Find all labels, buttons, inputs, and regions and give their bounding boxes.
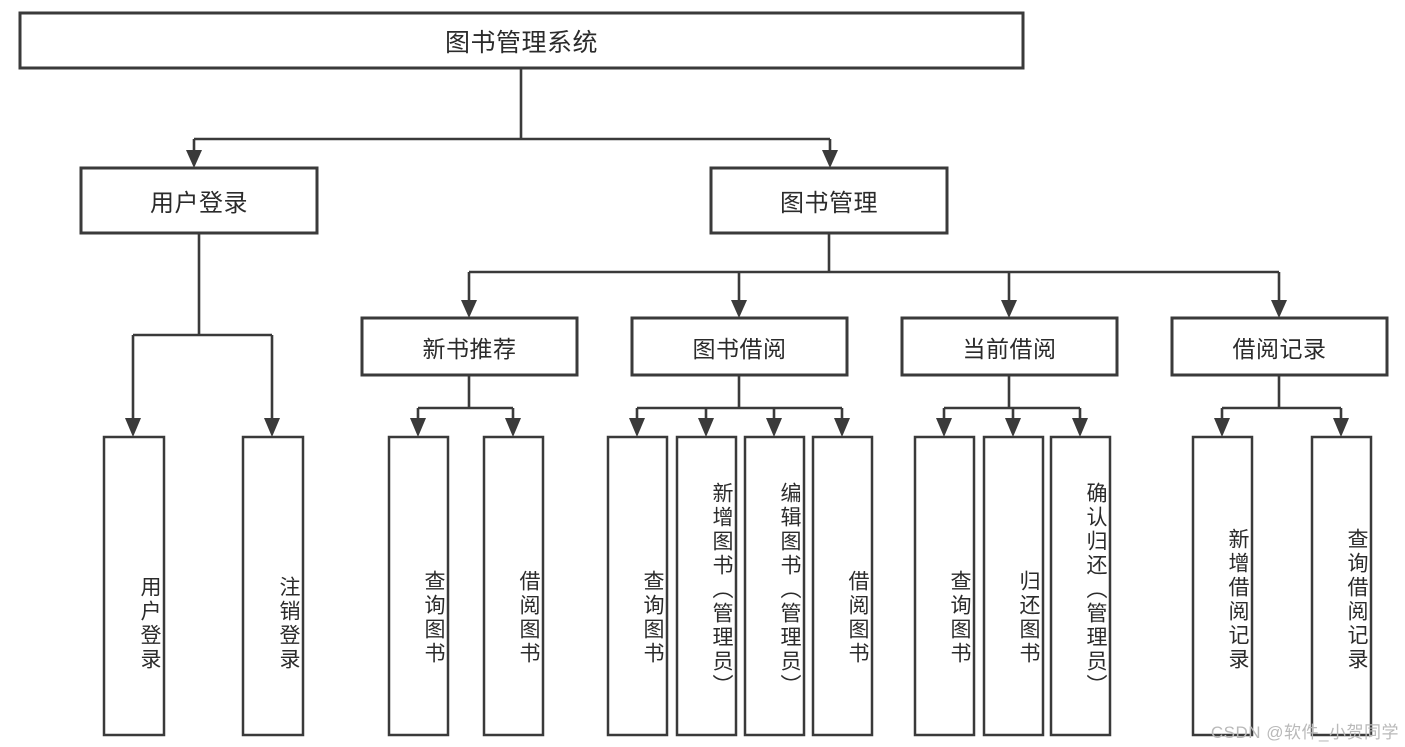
arrow-head-book-manage [822, 150, 838, 168]
node-box-current-borrow[interactable] [900, 316, 1119, 377]
arrow-head-leaf-logout [264, 418, 280, 437]
node-box-leaf-br-query[interactable] [1310, 435, 1373, 737]
arrow-head-user-login [186, 150, 202, 168]
arrow-head-bb-leaf4 [834, 418, 850, 437]
arrow-head-cb-leaf1 [936, 418, 952, 437]
node-box-leaf-bb-query[interactable] [606, 435, 669, 737]
node-box-leaf-logout[interactable] [241, 435, 305, 737]
node-box-leaf-user-login[interactable] [102, 435, 166, 737]
arrow-head-bb-leaf2 [698, 418, 714, 437]
arrow-head-cb-leaf3 [1072, 418, 1088, 437]
node-box-new-book[interactable] [360, 316, 579, 377]
arrow-head-nb-leaf2 [505, 418, 521, 437]
arrow-head-leaf-user-login [125, 418, 141, 437]
node-box-leaf-cb-query[interactable] [913, 435, 976, 737]
arrow-head-bb-leaf3 [766, 418, 782, 437]
node-box-book-borrow[interactable] [630, 316, 849, 377]
arrow-head-br-leaf2 [1333, 418, 1349, 437]
node-box-leaf-nb-query[interactable] [387, 435, 450, 737]
node-box-root[interactable] [18, 11, 1025, 70]
node-box-leaf-bb-borrow[interactable] [811, 435, 874, 737]
node-box-user-login[interactable] [79, 166, 319, 235]
node-box-leaf-br-add[interactable] [1191, 435, 1254, 737]
arrow-head-new-book [461, 300, 477, 318]
watermark-csdn: CSDN @软件_小贺同学 [1210, 723, 1399, 742]
node-box-book-manage[interactable] [709, 166, 949, 235]
arrow-head-bb-leaf1 [629, 418, 645, 437]
node-box-leaf-cb-confirm[interactable] [1049, 435, 1112, 737]
arrow-head-nb-leaf1 [410, 418, 426, 437]
node-box-leaf-bb-edit[interactable] [743, 435, 806, 737]
arrow-head-current-borrow [1001, 300, 1017, 318]
node-box-borrow-record[interactable] [1170, 316, 1389, 377]
node-box-leaf-bb-add[interactable] [675, 435, 738, 737]
arrow-head-borrow-record [1271, 300, 1287, 318]
arrow-head-br-leaf1 [1214, 418, 1230, 437]
node-box-leaf-cb-return[interactable] [982, 435, 1045, 737]
arrow-head-cb-leaf2 [1005, 418, 1021, 437]
arrow-head-book-borrow [731, 300, 747, 318]
node-box-leaf-nb-borrow[interactable] [482, 435, 545, 737]
